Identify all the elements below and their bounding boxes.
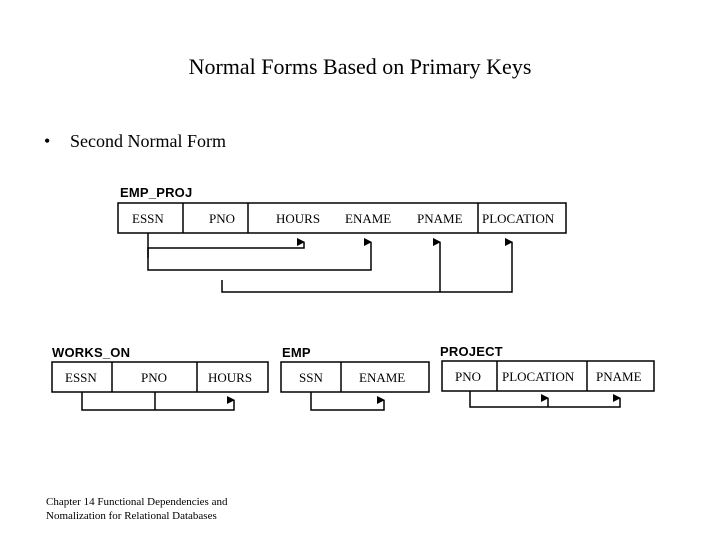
emp-proj-attr-hours: HOURS — [276, 211, 321, 226]
emp-attr-ssn: SSN — [299, 370, 323, 385]
emp-proj-attr-plocation: PLOCATION — [482, 211, 555, 226]
project-attr-pname: PNAME — [596, 369, 642, 384]
emp-proj-table — [117, 202, 567, 234]
emp-proj-attr-essn: ESSN — [132, 211, 164, 226]
works-on-table — [51, 361, 269, 393]
bullet-marker: • — [44, 131, 51, 151]
project-attr-pno: PNO — [455, 369, 482, 384]
bullet-text: Second Normal Form — [70, 131, 226, 151]
works-on-attr-hours: HOURS — [208, 370, 253, 385]
project-attr-plocation: PLOCATION — [502, 369, 575, 384]
project-fd — [469, 391, 621, 408]
emp-proj-attr-pno: PNO — [209, 211, 236, 226]
emp-proj-attr-pname: PNAME — [417, 211, 463, 226]
works-on-fd — [81, 392, 235, 411]
footer-line-2: Nomalization for Relational Databases — [46, 510, 217, 522]
emp-table — [280, 361, 430, 393]
works-on-attr-essn: ESSN — [65, 370, 97, 385]
emp-proj-fd-ssn — [147, 233, 372, 271]
emp-attr-ename: ENAME — [359, 370, 406, 385]
emp-proj-name: EMP_PROJ — [120, 185, 193, 200]
slide-title: Normal Forms Based on Primary Keys — [188, 54, 532, 79]
emp-proj-fd-pno — [221, 238, 513, 293]
works-on-attr-pno: PNO — [141, 370, 168, 385]
project-name: PROJECT — [440, 344, 503, 359]
footer-text: Chapter 14 Functional Dependencies and N… — [46, 495, 276, 523]
emp-name: EMP — [282, 345, 311, 360]
footer-line-1: Chapter 14 Functional Dependencies and — [46, 496, 228, 508]
emp-proj-attr-ename: ENAME — [345, 211, 392, 226]
emp-proj-fd-key — [147, 238, 305, 258]
project-table — [441, 360, 655, 392]
works-on-name: WORKS_ON — [52, 345, 131, 360]
emp-fd — [310, 392, 385, 411]
